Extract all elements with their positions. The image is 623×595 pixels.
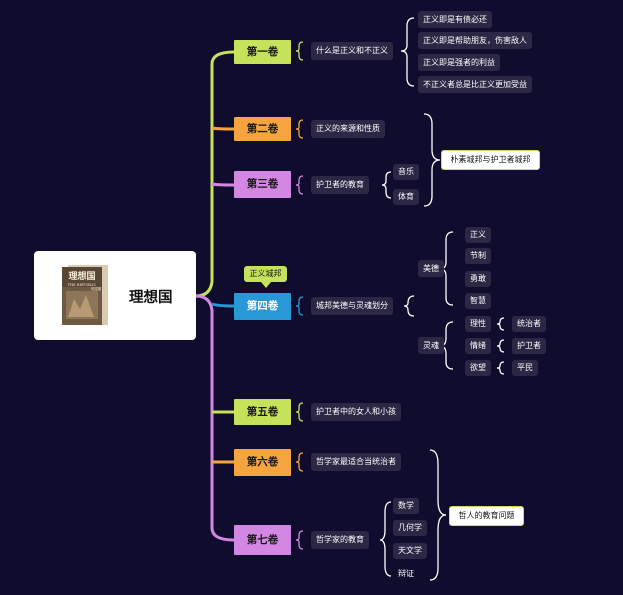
volume-5-topic[interactable]: 护卫者中的女人和小孩 [311,403,401,421]
cover-subtitle: THE REPUBLIC [68,283,97,287]
volume-6-topic[interactable]: 哲学家最适合当统治者 [311,453,401,471]
volume-1-item[interactable]: 不正义者总是比正义更加受益 [418,76,532,93]
cover-title: 理想国 [68,270,95,282]
volume-1-item[interactable]: 正义即是强者的利益 [418,54,500,71]
virtue-item[interactable]: 节制 [465,248,491,264]
volume-7[interactable]: 第七卷 [234,525,291,555]
soul-part[interactable]: 欲望 [465,360,491,376]
volume-5[interactable]: 第五卷 [234,399,291,425]
volume-3-item[interactable]: 音乐 [393,164,419,180]
soul-part[interactable]: 理性 [465,316,491,332]
volume-6[interactable]: 第六卷 [234,449,291,476]
volume-2[interactable]: 第二卷 [234,117,291,141]
cover-author: 柏拉图 [91,286,101,291]
volume-6-7-summary[interactable]: 哲人的教育问题 [449,506,524,526]
volume-4-tag[interactable]: 正义城邦 [244,266,287,288]
volume-4-topic[interactable]: 城邦美德与灵魂划分 [311,297,393,315]
virtue-item[interactable]: 智慧 [465,293,491,309]
volume-7-item[interactable]: 天文学 [393,543,427,559]
volume-1-item[interactable]: 正义即是有债必还 [418,11,492,28]
volume-7-item[interactable]: 几何学 [393,520,427,536]
book-cover-image: 理想国 THE REPUBLIC 柏拉图 [62,265,108,325]
soul-role[interactable]: 平民 [512,360,538,376]
volume-1-item[interactable]: 正义即是帮助朋友，伤害敌人 [418,32,532,49]
volume-1[interactable]: 第一卷 [234,40,291,64]
soul-role[interactable]: 护卫者 [512,338,546,354]
volume-2-topic[interactable]: 正义的来源和性质 [311,120,385,138]
virtue-node[interactable]: 美德 [418,260,444,277]
volume-7-topic[interactable]: 哲学家的教育 [311,531,369,549]
soul-part[interactable]: 情绪 [465,338,491,354]
volume-1-topic[interactable]: 什么是正义和不正义 [311,42,393,60]
volume-7-item[interactable]: 辩证 [398,569,414,578]
volume-3[interactable]: 第三卷 [234,171,291,198]
virtue-item[interactable]: 勇敢 [465,271,491,287]
volume-3-item[interactable]: 体育 [393,189,419,205]
soul-role[interactable]: 统治者 [512,316,546,332]
soul-node[interactable]: 灵魂 [418,337,444,354]
root-node[interactable]: 理想国 THE REPUBLIC 柏拉图 理想国 [34,251,196,340]
volume-7-item[interactable]: 数学 [393,498,419,514]
volume-3-topic[interactable]: 护卫者的教育 [311,176,369,194]
root-title: 理想国 [129,290,173,306]
volume-2-3-summary[interactable]: 朴素城邦与护卫者城邦 [441,150,540,170]
virtue-item[interactable]: 正义 [465,227,491,243]
volume-4[interactable]: 第四卷 [234,293,291,320]
